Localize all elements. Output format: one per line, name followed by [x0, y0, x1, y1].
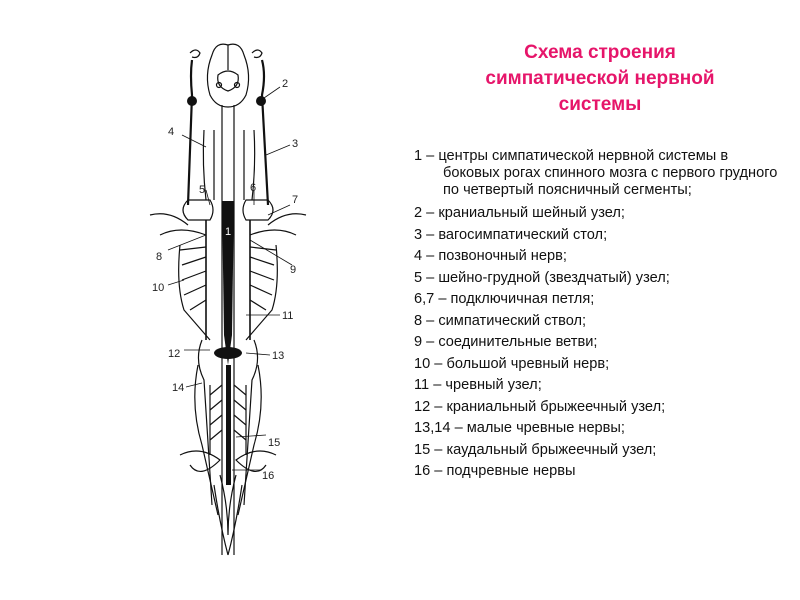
- legend-item: 1 – центры симпатической нервной системы…: [414, 148, 778, 198]
- diagram-label-13: 13: [272, 350, 284, 362]
- legend-item: 11 – чревный узел;: [414, 377, 542, 393]
- diagram-label-9: 9: [290, 264, 296, 276]
- sympathetic-nervous-system-diagram: 1 2 3 4 5 6 7 8 9 10 11 12 13 14 15 16: [140, 35, 320, 560]
- nervous-system-drawing: 1 2 3 4 5 6 7 8 9 10 11 12 13 14 15 16: [149, 43, 307, 556]
- legend-item: 6,7 – подключичная петля;: [414, 291, 595, 307]
- diagram-label-12: 12: [168, 348, 180, 360]
- diagram-label-8: 8: [156, 251, 162, 263]
- legend-list: 1 – центры симпатической нервной системы…: [414, 148, 784, 483]
- diagram-label-10: 10: [152, 282, 164, 294]
- legend-item: 9 – соединительные ветви;: [414, 334, 598, 350]
- legend-item: 15 – каудальный брыжеечный узел;: [414, 441, 657, 458]
- diagram-label-15: 15: [268, 437, 280, 449]
- diagram-label-5: 5: [199, 184, 205, 196]
- diagram-label-4: 4: [168, 126, 174, 138]
- diagram-label-2: 2: [282, 78, 288, 90]
- diagram-label-14: 14: [172, 382, 184, 394]
- slide-title: Схема строения симпатической нервной сис…: [420, 40, 780, 118]
- diagram-label-7: 7: [292, 194, 298, 206]
- legend-item: 13,14 – малые чревные нервы;: [414, 420, 625, 436]
- title-line: симпатической нервной: [485, 68, 715, 89]
- diagram-label-11: 11: [282, 310, 293, 322]
- legend-item: 4 – позвоночный нерв;: [414, 248, 567, 264]
- diagram-label-3: 3: [292, 138, 298, 150]
- diagram-label-16: 16: [262, 470, 274, 482]
- legend-item: 2 – краниальный шейный узел;: [414, 205, 625, 221]
- legend-item: 3 – вагосимпатический стол;: [414, 226, 608, 243]
- title-line: системы: [558, 94, 642, 115]
- legend-item: 12 – краниальный брыжеечный узел;: [414, 398, 666, 415]
- legend-item: 10 – большой чревный нерв;: [414, 355, 610, 372]
- diagram-label-6: 6: [250, 182, 256, 194]
- legend-item: 8 – симпатический ствол;: [414, 312, 587, 329]
- legend-item: 16 – подчревные нервы: [414, 463, 576, 479]
- title-line: Схема строения: [524, 42, 676, 63]
- legend-item: 5 – шейно-грудной (звездчатый) узел;: [414, 269, 670, 286]
- diagram-label-1: 1: [225, 226, 231, 238]
